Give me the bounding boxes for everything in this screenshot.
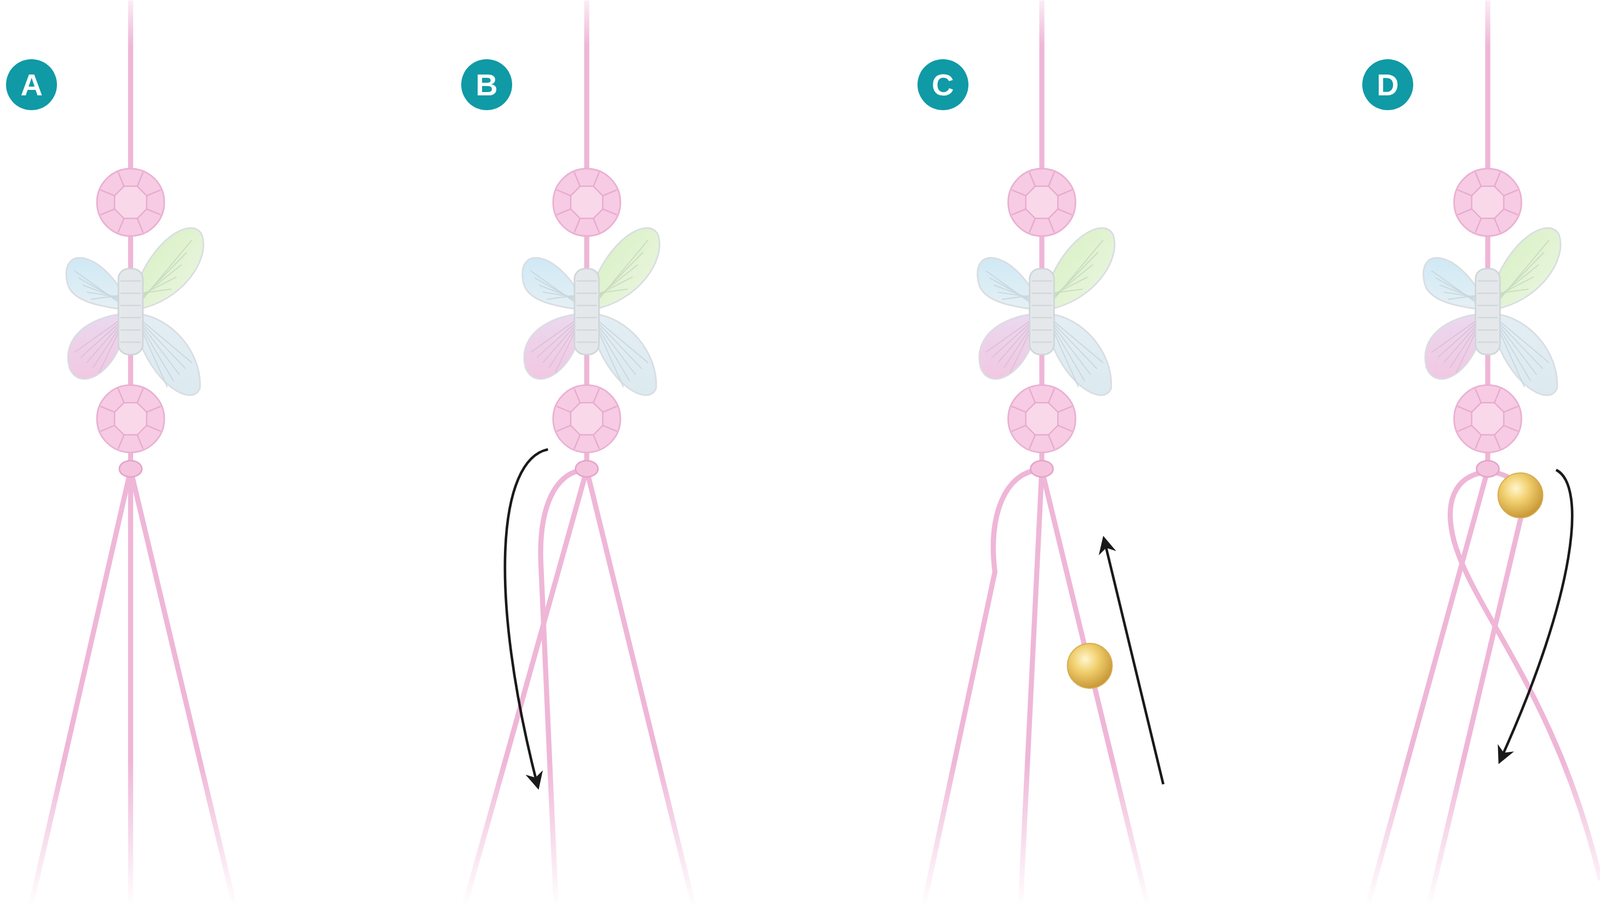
butterfly-bead — [1423, 227, 1561, 395]
step-badge: D — [1362, 59, 1414, 111]
faceted-bead — [1008, 385, 1076, 453]
direction-arrow — [1499, 469, 1573, 761]
cord — [1367, 0, 1600, 906]
direction-arrow — [505, 449, 548, 787]
cord — [923, 0, 1149, 906]
gold-bead — [1067, 643, 1113, 688]
faceted-bead — [96, 168, 165, 237]
knot — [1476, 460, 1500, 478]
butterfly-bead — [522, 227, 660, 395]
step-letter: A — [20, 69, 43, 101]
faceted-bead — [553, 168, 621, 237]
direction-arrow — [1104, 538, 1164, 784]
faceted-bead — [1454, 168, 1522, 237]
butterfly-bead — [977, 227, 1115, 395]
knot — [1030, 460, 1054, 478]
faceted-bead — [96, 385, 165, 453]
faceted-bead — [1008, 168, 1076, 237]
panel-illustration — [464, 0, 695, 906]
faceted-bead — [1454, 385, 1522, 453]
cord — [30, 0, 235, 906]
cord — [464, 0, 695, 906]
step-letter: D — [1376, 69, 1399, 101]
knot — [119, 460, 142, 478]
butterfly-bead — [66, 227, 204, 395]
step-badge: A — [6, 59, 57, 111]
gold-bead — [1498, 472, 1544, 518]
panel-illustration — [1367, 0, 1600, 906]
step-badge: C — [917, 59, 969, 111]
step-badge: B — [461, 59, 513, 111]
panel-illustration — [923, 0, 1164, 906]
knot — [575, 460, 599, 478]
step-letter: B — [475, 69, 498, 101]
step-letter: C — [931, 69, 954, 101]
faceted-bead — [553, 385, 621, 453]
panel-illustration — [30, 0, 235, 906]
